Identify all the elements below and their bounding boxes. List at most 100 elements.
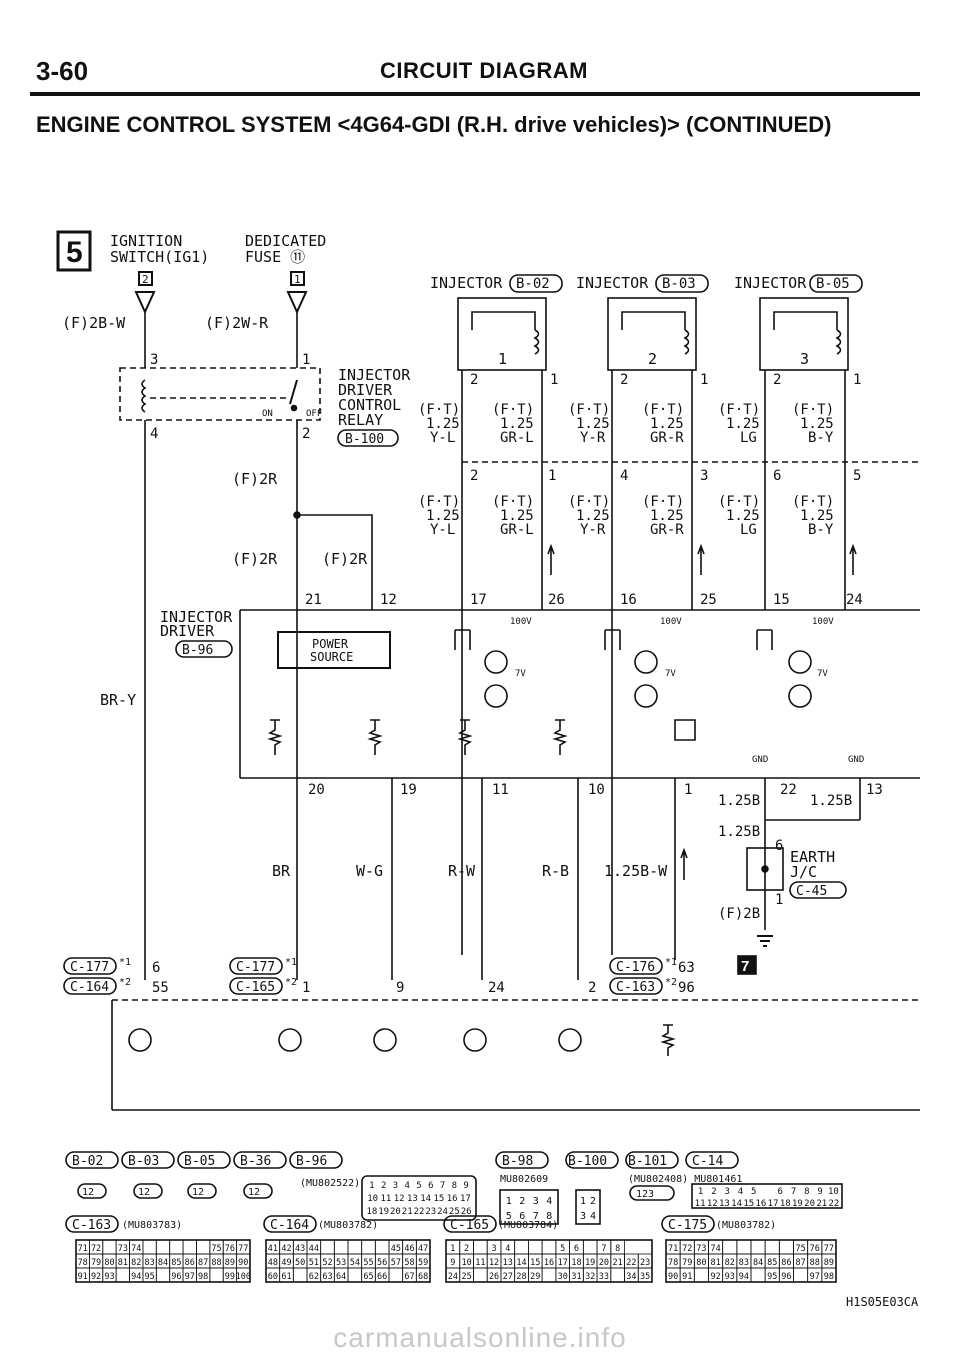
pin-number: 6 (778, 1187, 783, 1197)
pin-cell (693, 1267, 709, 1283)
svg-text:100V: 100V (812, 617, 834, 627)
driver-top-pins: 21 12 17 26 16 25 15 24 (305, 592, 863, 608)
svg-text:R-W: R-W (448, 862, 476, 880)
pin-number: 90 (238, 1258, 248, 1268)
pin-number: 97 (810, 1272, 820, 1282)
pin-number: 80 (696, 1258, 706, 1268)
pin-number: 4 (405, 1181, 410, 1191)
pin-number: 9 (463, 1181, 468, 1191)
driver-ref-badge (175, 640, 233, 658)
svg-text:25: 25 (700, 592, 717, 608)
pin-number: 73 (696, 1244, 706, 1254)
pin-number: 79 (91, 1258, 101, 1268)
ignition-wire-label: (F)2B-W (62, 314, 126, 332)
pin-cell (102, 1239, 117, 1255)
junction-pins: 2 1 4 3 6 5 (470, 468, 861, 484)
pin-cell (333, 1239, 349, 1255)
svg-text:(MU803783): (MU803783) (122, 1220, 182, 1231)
pin-number: 1 (506, 1196, 512, 1207)
pin-number: 9 (450, 1258, 455, 1268)
svg-text:(MU802522): (MU802522) (300, 1178, 360, 1189)
svg-text:19: 19 (400, 782, 417, 798)
power-source-label-2: SOURCE (310, 650, 353, 664)
pin-number: 54 (350, 1258, 360, 1268)
pin-number: 19 (792, 1199, 803, 1209)
pin-cell (388, 1267, 404, 1283)
pin-number: 98 (198, 1272, 208, 1282)
svg-text:BR: BR (272, 862, 291, 880)
svg-text:1.25: 1.25 (426, 508, 460, 524)
pin-number: 6 (519, 1211, 525, 1222)
pin-number: 81 (710, 1258, 720, 1268)
svg-text:5: 5 (853, 468, 861, 484)
svg-text:1.25B-W: 1.25B-W (604, 862, 668, 880)
pin-number: 16 (755, 1199, 766, 1209)
svg-text:C-176: C-176 (616, 960, 655, 975)
signal-arrow-icon (680, 847, 688, 880)
pin-number: 52 (322, 1258, 332, 1268)
svg-text:123: 123 (636, 1189, 654, 1200)
pin-number: 87 (198, 1258, 208, 1268)
svg-text:11: 11 (492, 782, 509, 798)
svg-text:(MU803782): (MU803782) (716, 1220, 776, 1231)
power-wire-label-3: (F)2R (322, 550, 368, 568)
svg-text:7V: 7V (515, 669, 526, 679)
pin-number: 50 (295, 1258, 305, 1268)
svg-text:W-G: W-G (356, 862, 383, 880)
pin-number: 19 (585, 1258, 595, 1268)
svg-text:(F·T): (F·T) (642, 402, 684, 418)
inj-pin-4: 1 (700, 372, 708, 388)
pin-number: 2 (381, 1181, 386, 1191)
pin-cell (722, 1239, 738, 1255)
pin-number: 30 (558, 1272, 568, 1282)
left-wire-label: BR-Y (100, 691, 136, 709)
signal-arrow-icon (547, 543, 555, 575)
pin-number: 8 (452, 1181, 457, 1191)
pin-number: 11 (475, 1258, 485, 1268)
pin-number: 74 (710, 1244, 720, 1254)
svg-text:C-14: C-14 (692, 1154, 723, 1169)
pin-cell (155, 1267, 171, 1283)
pin-number: 2 (519, 1196, 525, 1207)
pin-number: 14 (731, 1199, 742, 1209)
pin-cell (347, 1267, 363, 1283)
power-source-box (277, 631, 391, 669)
pin-number: 11 (380, 1194, 391, 1204)
pin-number: 85 (171, 1258, 181, 1268)
svg-text:26: 26 (548, 592, 565, 608)
driver-label-2: DRIVER (160, 622, 215, 640)
pin-number: 29 (530, 1272, 540, 1282)
pin-number: 8 (804, 1187, 809, 1197)
pin-number: 79 (682, 1258, 692, 1268)
svg-text:(F)2B: (F)2B (718, 906, 760, 922)
page-number: 3-60 (36, 56, 89, 86)
pin-number: 26 (489, 1272, 499, 1282)
pin-number: 3 (492, 1244, 497, 1254)
injector-3-number: 3 (800, 350, 809, 368)
injector-3-ref: B-05 (816, 276, 850, 292)
fuse-connector-symbol (286, 291, 308, 315)
pin-number: 24 (448, 1272, 458, 1282)
pin-number: 20 (804, 1199, 815, 1209)
pin-number: 19 (378, 1207, 389, 1217)
pin-number: 81 (118, 1258, 128, 1268)
svg-text:(MU802408) MU801461: (MU802408) MU801461 (628, 1174, 742, 1185)
relay-pin-4: 4 (150, 426, 158, 442)
svg-text:C-165: C-165 (236, 980, 275, 995)
injector-2-number: 2 (648, 350, 657, 368)
pin-number: 94 (739, 1272, 749, 1282)
pin-number: 14 (516, 1258, 526, 1268)
svg-text:(F·T): (F·T) (718, 402, 760, 418)
b100-connector (575, 1189, 601, 1225)
earth-label-1: EARTH (790, 848, 835, 866)
relay-label-4: RELAY (338, 411, 383, 429)
earth-label-2: J/C (790, 863, 817, 881)
pin-number: 8 (546, 1211, 552, 1222)
pin-number: 75 (795, 1244, 805, 1254)
injector-2: INJECTOR B-03 2 (576, 274, 709, 371)
pin-number: 6 (428, 1181, 433, 1191)
svg-text:(MU803782): (MU803782) (318, 1220, 378, 1231)
